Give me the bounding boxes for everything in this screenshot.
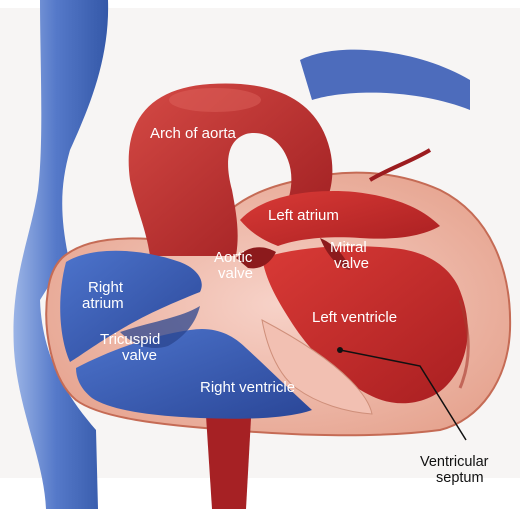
label-arch-of-aorta: Arch of aorta bbox=[150, 125, 237, 142]
label-left-atrium: Left atrium bbox=[268, 207, 339, 224]
label-right-atrium-2: atrium bbox=[82, 295, 124, 312]
label-aortic-valve-2: valve bbox=[218, 265, 253, 282]
label-ventricular-septum-1: Ventricular bbox=[420, 454, 489, 470]
label-left-ventricle: Left ventricle bbox=[312, 309, 397, 326]
label-tricuspid-valve-2: valve bbox=[122, 347, 157, 364]
label-right-atrium-1: Right bbox=[88, 279, 124, 296]
label-mitral-valve-1: Mitral bbox=[330, 239, 367, 256]
aorta-highlight bbox=[169, 88, 261, 112]
label-mitral-valve-2: valve bbox=[334, 255, 369, 272]
label-right-ventricle: Right ventricle bbox=[200, 379, 295, 396]
label-ventricular-septum-2: septum bbox=[436, 470, 484, 486]
label-aortic-valve-1: Aortic bbox=[214, 249, 253, 266]
label-tricuspid-valve-1: Tricuspid bbox=[100, 331, 160, 348]
